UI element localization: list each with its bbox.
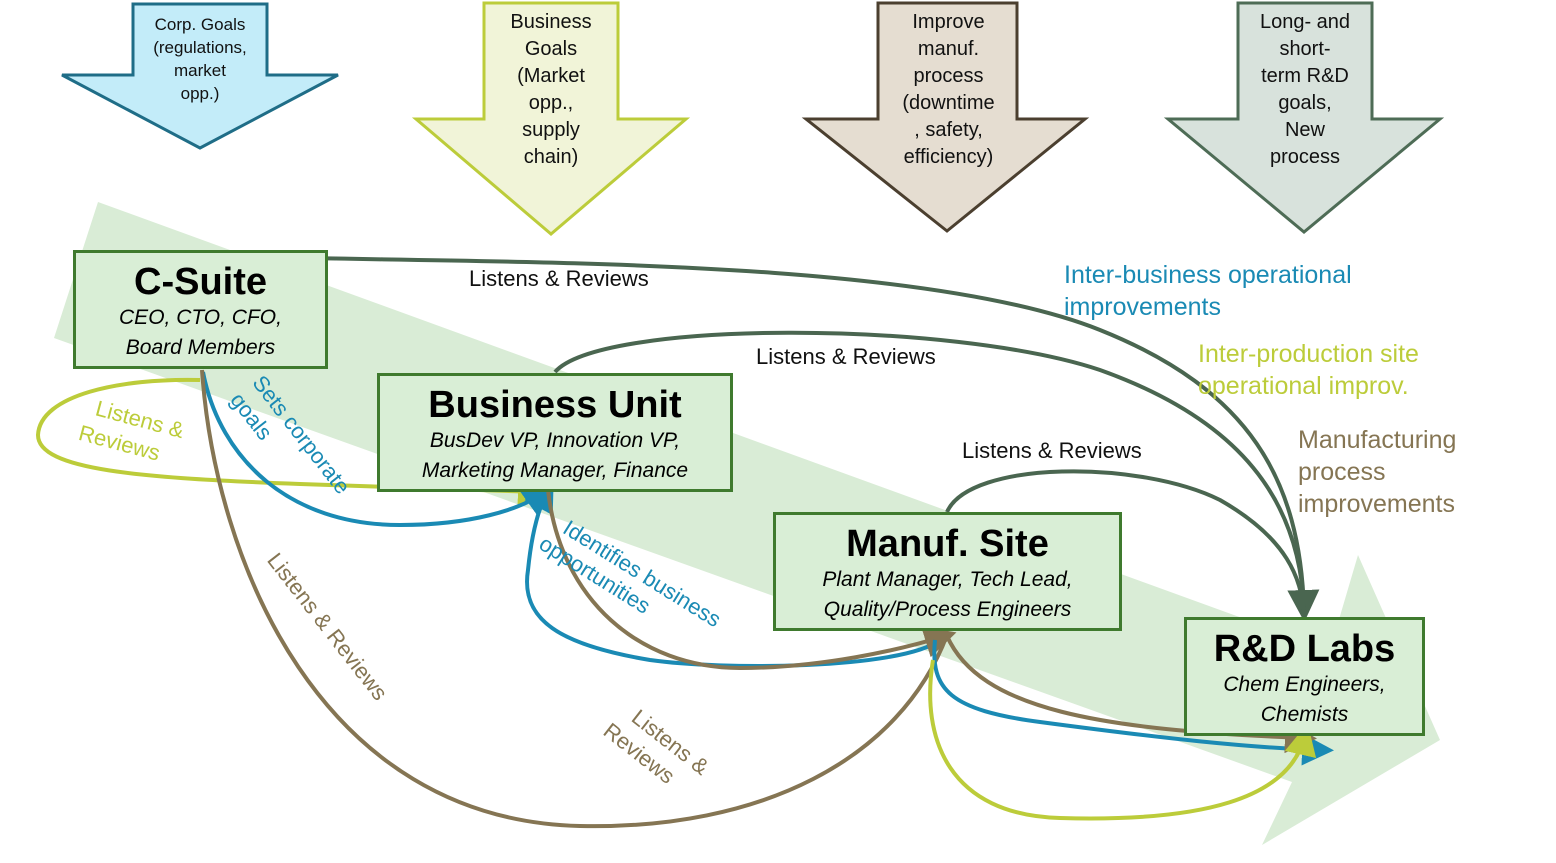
node-bu-title: Business Unit [428, 384, 682, 426]
edge-site-bu-identifies [524, 479, 942, 668]
legend-inter-production: Inter-production site operational improv… [1198, 340, 1419, 400]
goal-arrow-rnd [1163, 1, 1445, 234]
edge-bu-to-rnd [553, 330, 1306, 611]
background-flow-arrow [54, 202, 1440, 845]
goal-arrow-corp [61, 2, 339, 150]
goal-arrow-manuf [801, 1, 1090, 233]
edge-site-to-rnd [945, 469, 1306, 611]
node-manuf-site[interactable]: Manuf. Site Plant Manager, Tech Lead, Qu… [773, 512, 1122, 631]
goal-business-text: Business Goals (Market opp., supply chai… [510, 11, 592, 168]
node-site-sub-1: Plant Manager, Tech Lead, [822, 568, 1073, 591]
label-bu-rnd: Listens & Reviews [756, 344, 936, 369]
node-csuite-sub-1: CEO, CTO, CFO, [119, 306, 282, 329]
label-site-rnd: Listens & Reviews [962, 438, 1142, 463]
node-csuite[interactable]: C-Suite CEO, CTO, CFO, Board Members [73, 250, 328, 369]
node-site-title: Manuf. Site [846, 523, 1049, 565]
label-csuite-rnd: Listens & Reviews [469, 266, 649, 291]
goal-arrow-business [411, 1, 691, 236]
edge-csuite-bu-sets [201, 371, 555, 528]
edge-site-rnd-lime [928, 659, 1317, 821]
node-csuite-title: C-Suite [134, 261, 267, 303]
node-rnd-sub-1: Chem Engineers, [1223, 673, 1386, 696]
edge-csuite-to-rnd [199, 253, 1320, 622]
node-bu-sub-2: Marketing Manager, Finance [421, 459, 689, 482]
goal-rnd-text: Long- and short- term R&D goals, New pro… [1259, 11, 1351, 168]
node-rnd-sub-2: Chemists [1260, 703, 1349, 726]
edge-site-rnd-blue [932, 639, 1334, 766]
goal-manuf-text: Improve manuf. process (downtime , safet… [902, 11, 995, 168]
edge-csuite-site-listens [200, 369, 949, 829]
node-csuite-sub-2: Board Members [125, 336, 276, 359]
legend-manufacturing: Manufacturing process improvements [1298, 426, 1457, 518]
node-rnd-labs[interactable]: R&D Labs Chem Engineers, Chemists [1184, 617, 1425, 736]
node-bu-sub-1: BusDev VP, Innovation VP, [429, 429, 681, 452]
legend-inter-business: Inter-business operational improvements [1064, 261, 1352, 321]
node-rnd-title: R&D Labs [1213, 628, 1396, 670]
node-business-unit[interactable]: Business Unit BusDev VP, Innovation VP, … [377, 373, 733, 492]
node-site-sub-2: Quality/Process Engineers [823, 598, 1072, 621]
edge-bu-site-setgoals [546, 489, 957, 671]
goal-corp-text: Corp. Goals (regulations, market opp.) [153, 15, 247, 103]
